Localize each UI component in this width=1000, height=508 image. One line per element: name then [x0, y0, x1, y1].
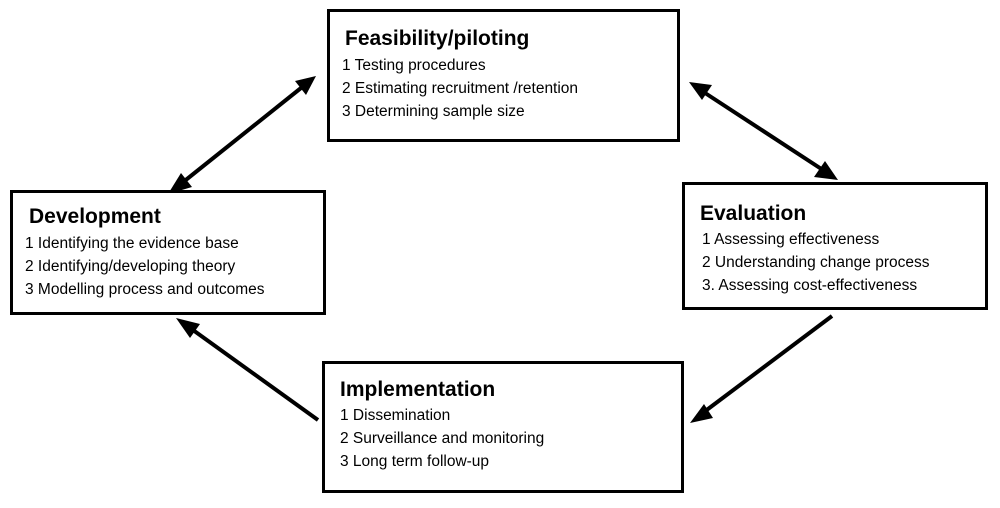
feasibility-items: 1 Testing procedures 2 Estimating recrui…	[342, 54, 578, 123]
implementation-box: Implementation 1 Dissemination 2 Surveil…	[322, 361, 684, 493]
feasibility-title: Feasibility/piloting	[345, 27, 530, 50]
implementation-item: 3 Long term follow-up	[340, 453, 490, 470]
arrowhead-to-evaluation	[814, 161, 838, 180]
development-box: Development 1 Identifying the evidence b…	[10, 190, 326, 315]
arrow-feasibility-evaluation	[689, 82, 838, 180]
feasibility-box: Feasibility/piloting 1 Testing procedure…	[327, 9, 680, 142]
arrowhead-to-development	[176, 318, 200, 338]
development-title: Development	[29, 205, 161, 228]
implementation-item: 1 Dissemination	[340, 407, 451, 424]
evaluation-box: Evaluation 1 Assessing effectiveness 2 U…	[682, 182, 988, 310]
arrowhead-to-feasibility	[689, 82, 712, 100]
arrow-evaluation-implementation	[690, 314, 834, 423]
arrow-implementation-development	[176, 318, 320, 422]
evaluation-title: Evaluation	[700, 202, 807, 225]
implementation-title: Implementation	[340, 378, 496, 401]
arrow-development-feasibility	[168, 76, 316, 194]
development-items: 1 Identifying the evidence base 2 Identi…	[25, 232, 265, 301]
feasibility-item: 1 Testing procedures	[342, 57, 486, 74]
feasibility-item: 3 Determining sample size	[342, 103, 525, 120]
implementation-item: 2 Surveillance and monitoring	[340, 430, 545, 447]
arrowhead-to-development	[168, 173, 192, 194]
feasibility-item: 2 Estimating recruitment /retention	[342, 80, 579, 97]
implementation-items: 1 Dissemination 2 Surveillance and monit…	[340, 404, 544, 473]
development-item: 1 Identifying the evidence base	[25, 235, 239, 252]
evaluation-item: 2 Understanding change process	[702, 254, 930, 271]
arrowhead-to-implementation	[690, 404, 713, 423]
arrowhead-to-feasibility	[295, 76, 316, 95]
development-item: 2 Identifying/developing theory	[25, 258, 236, 275]
evaluation-item: 1 Assessing effectiveness	[702, 231, 880, 248]
evaluation-item: 3. Assessing cost-effectiveness	[702, 277, 918, 294]
evaluation-items: 1 Assessing effectiveness 2 Understandin…	[702, 228, 929, 297]
development-item: 3 Modelling process and outcomes	[25, 281, 265, 298]
